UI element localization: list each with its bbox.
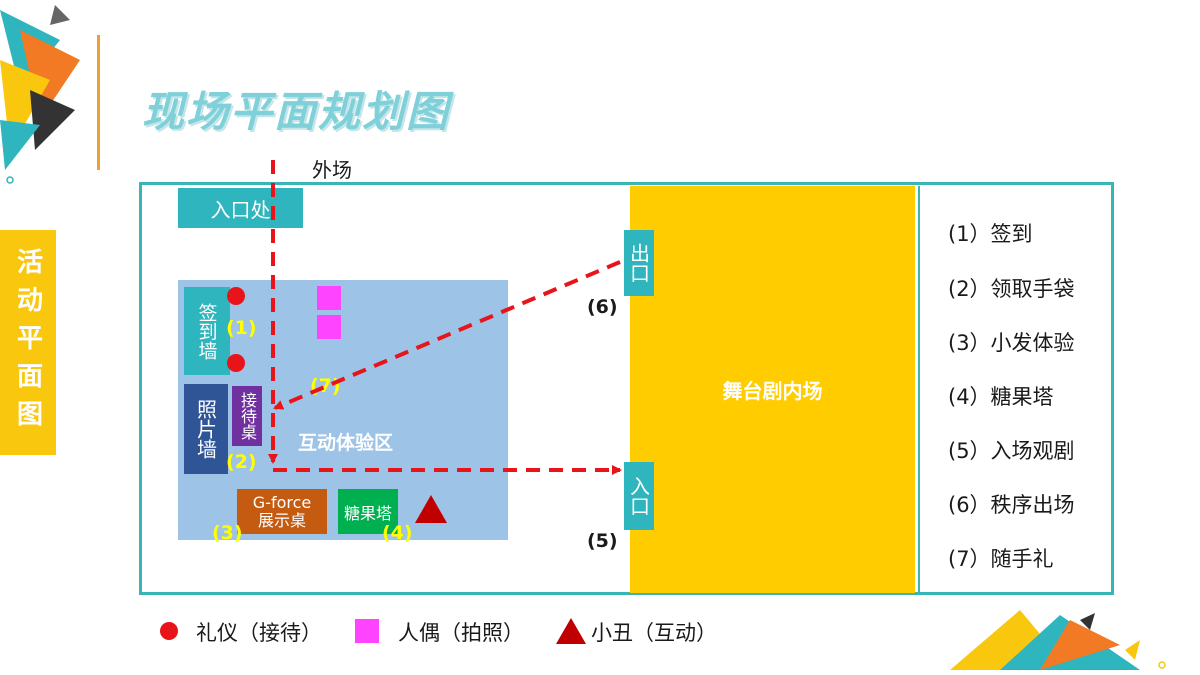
puppet-marker (317, 286, 341, 310)
legend-puppet-label: 人偶（拍照） (398, 621, 524, 645)
legend-divider (918, 186, 920, 593)
legend-item: (2）领取手袋 (948, 277, 1075, 301)
legend-puppet-icon (355, 619, 379, 643)
marker-2: (2) (226, 451, 257, 473)
legend-item: (4）糖果塔 (948, 385, 1054, 409)
accent-line (97, 35, 100, 170)
legend-etiquette-icon (160, 622, 178, 640)
page-title: 现场平面规划图 (142, 87, 451, 136)
etiquette-marker (227, 354, 245, 372)
legend-item: (7）随手礼 (948, 547, 1054, 571)
photo-wall: 照片墙 (184, 384, 228, 474)
legend-clown-icon (556, 618, 586, 644)
marker-6: (6) (587, 296, 618, 318)
exit-door: 出口 (624, 230, 654, 296)
marker-4: (4) (382, 522, 413, 544)
marker-1: (1) (226, 317, 257, 339)
legend-clown-label: 小丑（互动） (591, 621, 717, 645)
reception-desk: 接待桌 (232, 386, 262, 446)
legend-item: (5）入场观剧 (948, 439, 1075, 463)
clown-marker (415, 495, 447, 523)
corner-decoration-bottom-right (950, 610, 1166, 670)
gforce-line2: 展示桌 (257, 510, 306, 530)
candy-tower: 糖果塔 (338, 489, 398, 534)
corner-decoration-top-left (0, 5, 80, 184)
etiquette-marker (227, 287, 245, 305)
gforce-line1: G-force (252, 492, 312, 512)
marker-3: (3) (212, 522, 243, 544)
legend-item: (3）小发体验 (948, 331, 1075, 355)
puppet-marker (317, 315, 341, 339)
entrance-label: 入口处 (178, 188, 303, 228)
inner-entrance-door: 入口 (624, 462, 654, 530)
stage-area: 舞台剧内场 (630, 186, 915, 593)
sign-wall: 签到墙 (184, 287, 230, 375)
outer-label: 外场 (312, 158, 352, 182)
zone-label: 互动体验区 (298, 432, 394, 454)
marker-5: (5) (587, 530, 618, 552)
legend-item: (6）秩序出场 (948, 493, 1075, 517)
venue-frame (139, 182, 1114, 595)
gforce-table: G-force 展示桌 (237, 489, 327, 534)
side-tab[interactable]: 活动平面图 (0, 230, 56, 455)
legend-etiquette-label: 礼仪（接待） (196, 621, 322, 645)
legend-item: (1）签到 (948, 222, 1033, 246)
